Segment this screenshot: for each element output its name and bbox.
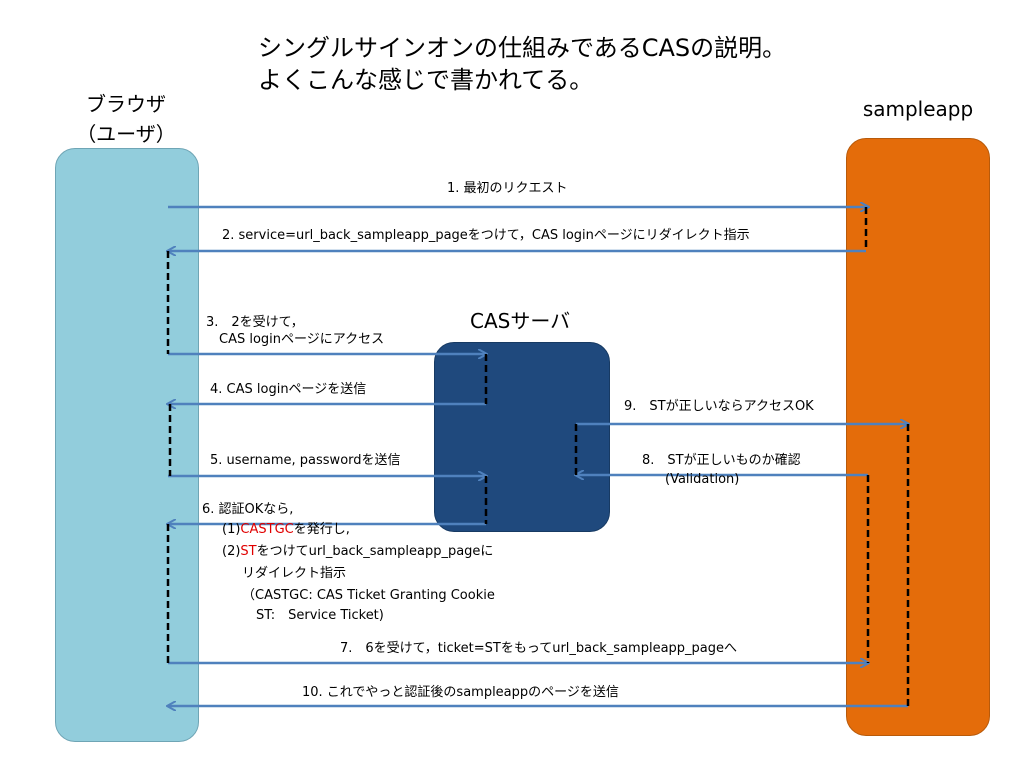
diagram-title-line-1: シングルサインオンの仕組みであるCASの説明。 bbox=[258, 34, 787, 62]
sampleapp-label: sampleapp bbox=[862, 97, 974, 121]
browser-label-line-1: ブラウザ bbox=[86, 92, 166, 116]
step-6-label-line-4: リダイレクト指示 bbox=[242, 566, 347, 581]
step-2-label: 2. service=url_back_sampleapp_pageをつけて，C… bbox=[222, 228, 750, 243]
step-6-label-line-1: 6. 認証OKなら, bbox=[202, 502, 294, 517]
sampleapp-lane bbox=[846, 138, 990, 736]
step-3-label-line-2: CAS loginページにアクセス bbox=[219, 332, 385, 347]
browser-label-line-2: （ユーザ） bbox=[76, 122, 176, 146]
cas-server-label: CASサーバ bbox=[470, 309, 571, 333]
cas-server-box bbox=[434, 342, 610, 532]
step-6-prefix-1: (1) bbox=[222, 522, 241, 537]
step-7-label: 7. 6を受けて，ticket=STをもってurl_back_sampleapp… bbox=[340, 641, 738, 656]
step-6-suffix-1: を発行し, bbox=[293, 522, 350, 537]
step-8-label-line-2: (Validation) bbox=[665, 472, 740, 487]
step-8-label-line-1: 8. STが正しいものか確認 bbox=[642, 453, 801, 468]
diagram-title-line-2: よくこんな感じで書かれてる。 bbox=[258, 66, 594, 94]
step-6-label-line-6: ST: Service Ticket) bbox=[256, 608, 384, 623]
step-5-label: 5. username, passwordを送信 bbox=[210, 453, 401, 468]
castgc-highlight: CASTGC bbox=[240, 522, 294, 537]
step-4-label: 4. CAS loginページを送信 bbox=[210, 382, 367, 397]
st-highlight: ST bbox=[240, 544, 257, 559]
step-1-label: 1. 最初のリクエスト bbox=[447, 181, 568, 196]
step-6-label-line-3: (2)STをつけてurl_back_sampleapp_pageに bbox=[222, 543, 493, 560]
step-3-label-line-1: 3. 2を受けて， bbox=[206, 315, 304, 330]
step-6-prefix-2: (2) bbox=[222, 544, 241, 559]
step-6-label-line-5: （CASTGC: CAS Ticket Granting Cookie bbox=[242, 588, 495, 603]
step-6-label-line-2: (1)CASTGCを発行し, bbox=[222, 521, 350, 538]
step-6-suffix-2: をつけてurl_back_sampleapp_pageに bbox=[256, 544, 494, 559]
step-9-label: 9. STが正しいならアクセスOK bbox=[624, 399, 814, 414]
step-10-label: 10. これでやっと認証後のsampleappのページを送信 bbox=[302, 685, 619, 700]
